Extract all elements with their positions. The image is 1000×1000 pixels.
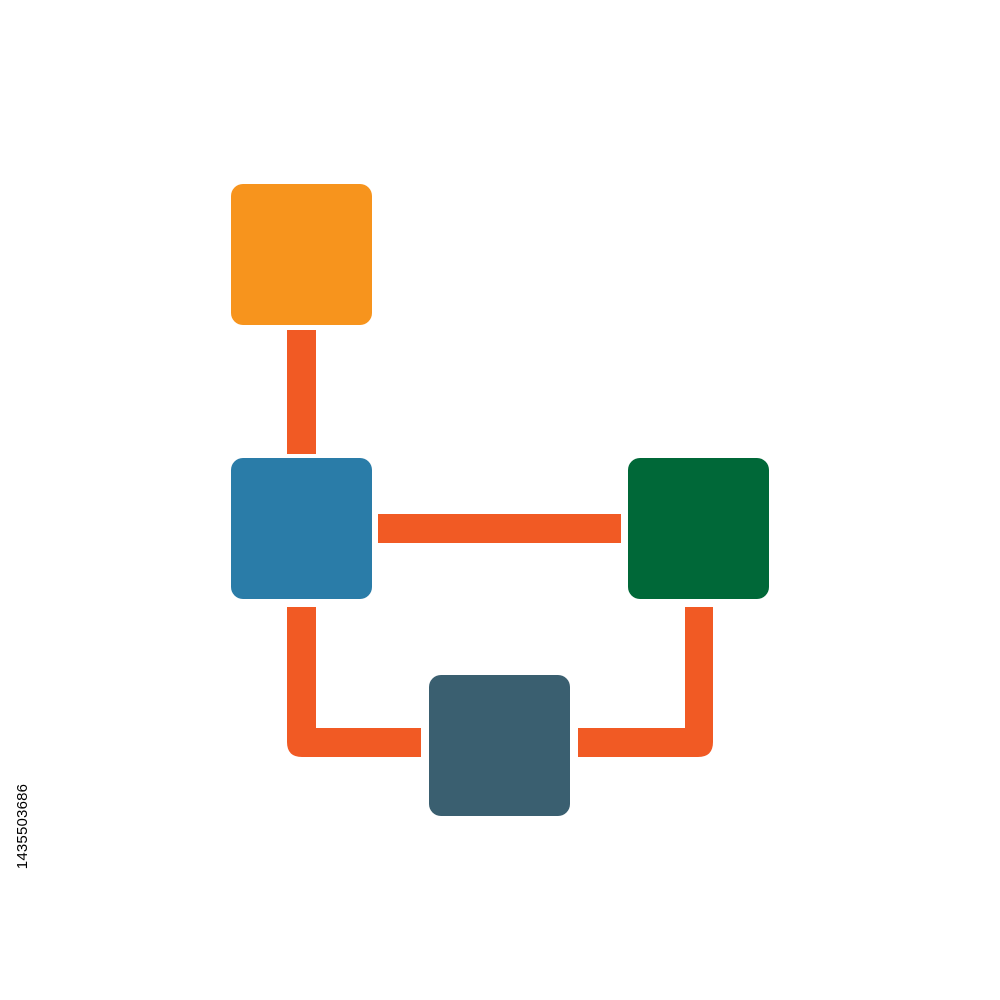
connector-top-to-middle bbox=[287, 330, 316, 454]
stock-id-label: 1435503686 bbox=[8, 752, 38, 900]
connector-middle-left-to-right bbox=[378, 514, 621, 543]
connector-middle-right-to-bottom bbox=[578, 607, 713, 757]
connector-group bbox=[287, 330, 713, 757]
node-bottom-center bbox=[429, 675, 570, 816]
node-middle-left bbox=[231, 458, 372, 599]
node-middle-right bbox=[628, 458, 769, 599]
stock-id-text: 1435503686 bbox=[14, 783, 32, 869]
connector-middle-left-to-bottom bbox=[287, 607, 421, 757]
node-top-left bbox=[231, 184, 372, 325]
